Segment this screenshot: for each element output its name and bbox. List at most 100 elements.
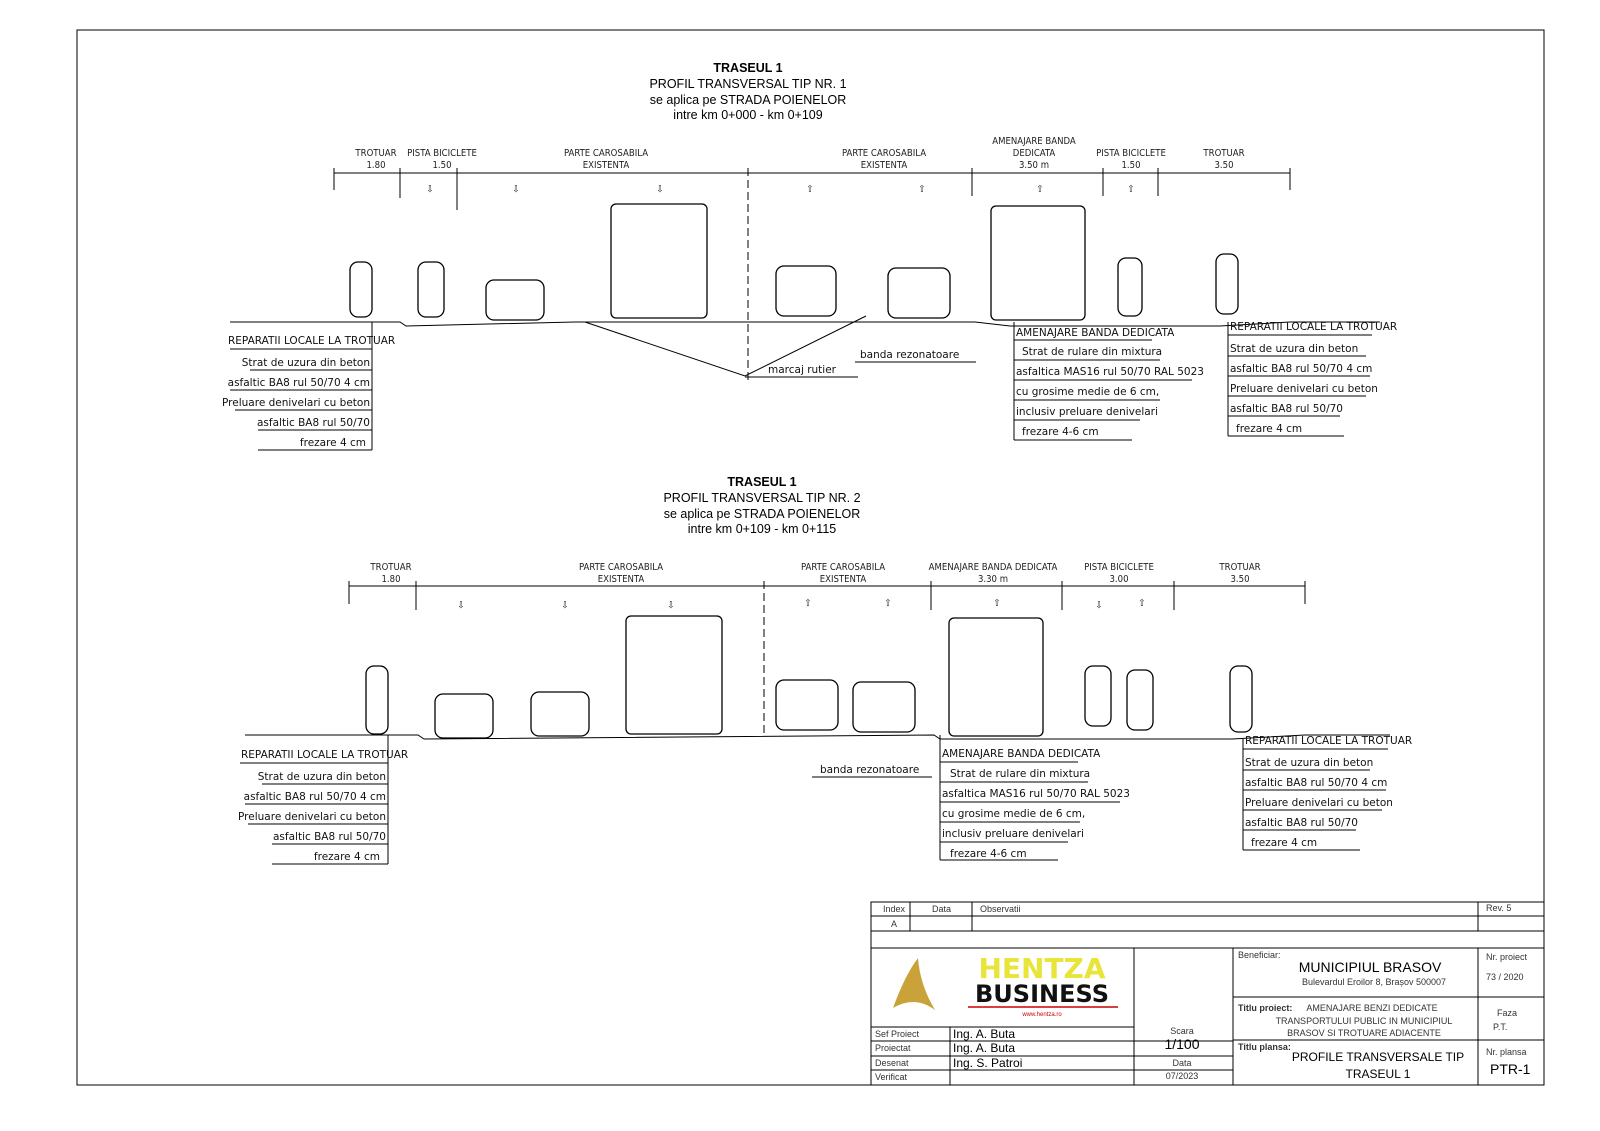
sheet-number: PTR-1 — [1490, 1061, 1531, 1077]
beneficiar-address: Bulevardul Eroilor 8, Brașov 500007 — [1302, 977, 1446, 987]
svg-text:⇧: ⇧ — [1036, 184, 1043, 195]
role-name: Ing. A. Buta — [953, 1041, 1015, 1055]
p1-dim-carosabila-right: PARTE CAROSABILA — [842, 148, 926, 159]
p1-vehicles — [349, 203, 1239, 321]
note-line: asfaltic BA8 rul 50/70 — [273, 831, 386, 843]
title-block: Index Data Observatii Rev. 5 A HENTZA BU… — [870, 901, 1545, 1086]
car-icon — [485, 279, 545, 321]
car-icon — [530, 691, 590, 737]
note-line: AMENAJARE BANDA DEDICATA — [1016, 327, 1175, 339]
note-line: asfaltica MAS16 rul 50/70 RAL 5023 — [942, 788, 1130, 800]
note-line: Preluare denivelari cu beton — [1245, 797, 1393, 809]
sheet-title-line: PROFILE TRANSVERSALE TIP — [1292, 1050, 1464, 1064]
date-value: 07/2023 — [1166, 1071, 1199, 1081]
p1-dim-value: 1.80 — [366, 160, 385, 171]
p2-dim-value: 3.50 — [1230, 574, 1249, 585]
rev-header-index: Index — [883, 904, 906, 914]
car-icon — [434, 693, 494, 739]
p1-dim-pista-right: PISTA BICICLETE — [1096, 148, 1166, 159]
p2-dim-value: 3.30 m — [978, 574, 1008, 585]
note-line: asfaltic BA8 rul 50/70 — [257, 417, 370, 429]
note-line: frezare 4 cm — [300, 437, 366, 449]
p2-title-3: se aplica pe STRADA POIENELOR — [664, 507, 861, 521]
pedestrian-icon — [365, 665, 389, 735]
p2-dim-value: 1.80 — [381, 574, 400, 585]
rev-header-data: Data — [932, 904, 951, 914]
p1-marcaj-label: marcaj rutier — [768, 364, 837, 376]
pedestrian-icon — [1229, 665, 1253, 733]
scale-label: Scara — [1170, 1026, 1194, 1036]
note-line: cu grosime medie de 6 cm, — [942, 808, 1085, 820]
p1-dim-pista-left: PISTA BICICLETE — [407, 148, 477, 159]
p2-direction-arrows: ⇩⇩⇩ ⇧⇧⇧⇩⇧ — [457, 598, 1145, 611]
sheet-title-line: TRASEUL 1 — [1346, 1067, 1411, 1081]
p2-dim-carosabila-left: PARTE CAROSABILA — [579, 562, 663, 573]
p1-title-3: se aplica pe STRADA POIENELOR — [650, 93, 847, 107]
svg-text:⇧: ⇧ — [993, 598, 1000, 609]
phase-value: P.T. — [1493, 1022, 1507, 1032]
p2-dim-value: EXISTENTA — [598, 574, 645, 585]
p2-dim-trotuar-left: TROTUAR — [369, 562, 411, 573]
svg-text:⇧: ⇧ — [1138, 598, 1145, 609]
note-line: Preluare denivelari cu beton — [222, 397, 370, 409]
svg-text:⇩: ⇩ — [1095, 600, 1102, 611]
p1-dim-banda: AMENAJARE BANDA — [992, 136, 1076, 147]
svg-text:⇧: ⇧ — [1127, 184, 1134, 195]
phase-label: Faza — [1497, 1008, 1517, 1018]
note-line: Preluare denivelari cu beton — [238, 811, 386, 823]
p1-dim-trotuar-left: TROTUAR — [354, 148, 396, 159]
bus-icon — [990, 205, 1086, 321]
profile-1: TRASEUL 1 PROFIL TRANSVERSAL TIP NR. 1 s… — [222, 61, 1397, 451]
p2-title-1: TRASEUL 1 — [727, 475, 796, 489]
p1-dim-value: 3.50 — [1214, 160, 1233, 171]
note-line: Strat de uzura din beton — [1230, 343, 1358, 355]
note-line: asfaltic BA8 rul 50/70 4 cm — [1230, 363, 1372, 375]
beneficiar-label: Beneficiar: — [1238, 950, 1281, 960]
note-line: asfaltic BA8 rul 50/70 4 cm — [228, 377, 370, 389]
p2-dim-pista: PISTA BICICLETE — [1084, 562, 1154, 573]
sheet-frame — [76, 29, 1545, 1086]
bus-icon — [610, 203, 708, 319]
scale-value: 1/100 — [1164, 1036, 1199, 1052]
revision-number: Rev. 5 — [1486, 903, 1511, 913]
note-line: REPARATII LOCALE LA TROTUAR — [1245, 735, 1412, 747]
date-label: Data — [1172, 1058, 1191, 1068]
p2-left-note: REPARATII LOCALE LA TROTUAR Strat de uzu… — [238, 735, 408, 865]
car-icon — [775, 265, 837, 317]
sheet-number-label: Nr. plansa — [1486, 1047, 1527, 1057]
p1-dim-value: EXISTENTA — [583, 160, 630, 171]
note-line: REPARATII LOCALE LA TROTUAR — [1230, 321, 1397, 333]
p1-marcaj-leader — [584, 315, 867, 377]
p2-dim-value: 3.00 — [1109, 574, 1128, 585]
role-name: Ing. A. Buta — [953, 1027, 1015, 1041]
p2-right-note: REPARATII LOCALE LA TROTUAR Strat de uzu… — [1242, 735, 1412, 851]
note-line: asfaltic BA8 rul 50/70 4 cm — [244, 791, 386, 803]
note-line: frezare 4 cm — [314, 851, 380, 863]
pedestrian-icon — [349, 261, 373, 318]
svg-text:⇧: ⇧ — [918, 184, 925, 195]
role-label: Verificat — [875, 1072, 908, 1082]
note-line: Preluare denivelari cu beton — [1230, 383, 1378, 395]
cyclist-icon — [417, 261, 445, 318]
project-number: 73 / 2020 — [1486, 972, 1524, 982]
project-title-label: Titlu proiect: — [1238, 1003, 1292, 1013]
p1-right-note: REPARATII LOCALE LA TROTUAR Strat de uzu… — [1227, 321, 1397, 437]
p1-title-1: TRASEUL 1 — [713, 61, 782, 75]
note-line: Strat de uzura din beton — [1245, 757, 1373, 769]
note-line: inclusiv preluare denivelari — [1016, 406, 1158, 418]
svg-text:⇩: ⇩ — [667, 600, 674, 611]
p2-dim-value: EXISTENTA — [820, 574, 867, 585]
svg-text:⇩: ⇩ — [656, 184, 663, 195]
p2-dim-ticks — [348, 581, 1306, 735]
role-label: Sef Proiect — [875, 1029, 920, 1039]
company-logo: HENTZA BUSINESS www.hentza.ro — [893, 952, 1118, 1018]
note-line: REPARATII LOCALE LA TROTUAR — [228, 335, 395, 347]
svg-text:⇩: ⇩ — [426, 184, 433, 195]
note-line: cu grosime medie de 6 cm, — [1016, 386, 1159, 398]
rev-header-observatii: Observatii — [980, 904, 1021, 914]
note-line: asfaltic BA8 rul 50/70 4 cm — [1245, 777, 1387, 789]
p1-left-note: REPARATII LOCALE LA TROTUAR Strat de uzu… — [222, 322, 395, 451]
cyclist-icon — [1084, 665, 1112, 727]
cyclist-icon — [1117, 257, 1143, 317]
